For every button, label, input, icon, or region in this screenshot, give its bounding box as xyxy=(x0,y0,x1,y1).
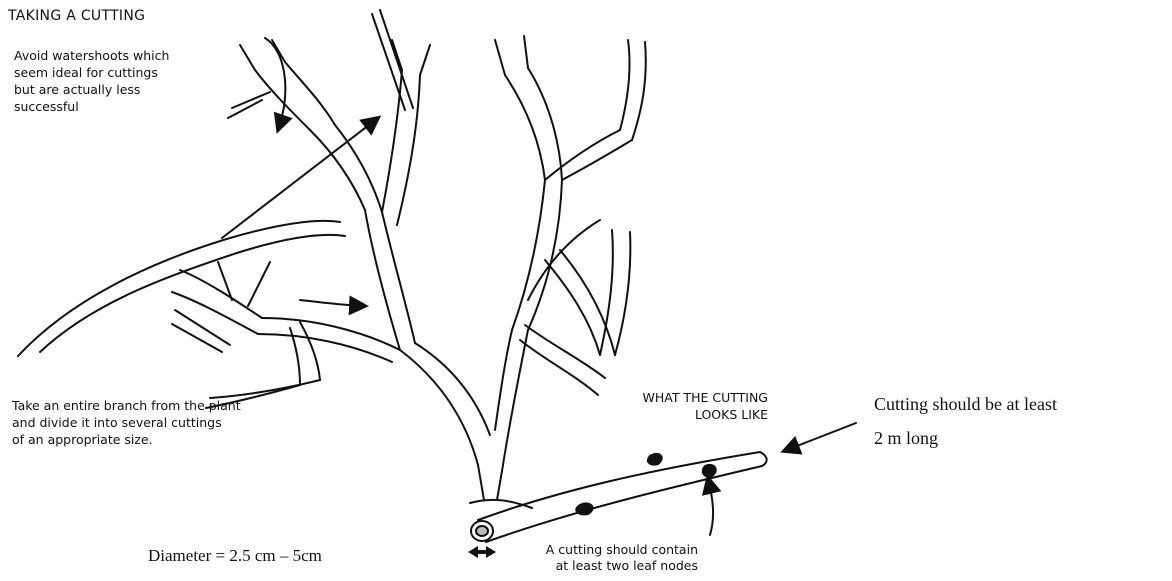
take-note-line: and divide it into several cuttings xyxy=(12,414,241,431)
what-cutting-line: WHAT THE CUTTING xyxy=(568,389,768,406)
figure-title: TAKING A CUTTING xyxy=(8,8,145,24)
what-cutting-heading: WHAT THE CUTTING LOOKS LIKE xyxy=(568,389,768,423)
take-branch-note: Take an entire branch from the plant and… xyxy=(12,397,241,448)
nodes-note-line: at least two leaf nodes xyxy=(543,558,698,574)
cutting-arrows xyxy=(708,423,856,535)
take-note-line: Take an entire branch from the plant xyxy=(12,397,241,414)
what-cutting-line: LOOKS LIKE xyxy=(568,406,768,423)
avoid-watershoots-note: Avoid watershoots which seem ideal for c… xyxy=(14,47,169,115)
cutting-drawing xyxy=(471,452,767,542)
cutting-length-note: Cutting should be at least 2 m long xyxy=(874,387,1057,455)
shrub-drawing xyxy=(172,10,646,508)
length-note-line: 2 m long xyxy=(874,421,1057,455)
take-note-line: of an appropriate size. xyxy=(12,431,241,448)
avoid-note-line: but are actually less xyxy=(14,81,169,98)
diameter-arrow xyxy=(468,546,496,558)
avoid-note-line: successful xyxy=(14,98,169,115)
avoid-note-line: Avoid watershoots which xyxy=(14,47,169,64)
diameter-note: Diameter = 2.5 cm – 5cm xyxy=(148,546,322,566)
avoid-note-line: seem ideal for cuttings xyxy=(14,64,169,81)
leaf-nodes-note: A cutting should contain at least two le… xyxy=(543,542,698,574)
length-note-line: Cutting should be at least xyxy=(874,387,1057,421)
nodes-note-line: A cutting should contain xyxy=(543,542,698,558)
